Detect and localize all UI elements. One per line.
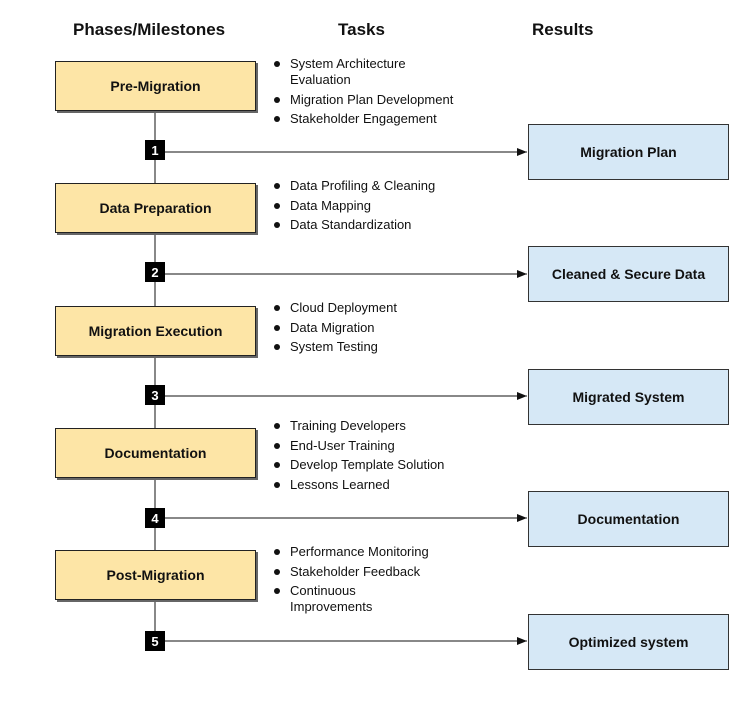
task-text: Cloud Deployment xyxy=(290,300,397,315)
phase-label: Data Preparation xyxy=(99,200,212,216)
task-text: Stakeholder Engagement xyxy=(290,111,437,126)
task-list-data-preparation: Data Profiling & Cleaning Data Mapping D… xyxy=(272,178,435,237)
milestone-number: 4 xyxy=(151,510,159,526)
result-label: Documentation xyxy=(577,511,680,527)
task-text: Data Migration xyxy=(290,319,375,335)
result-box-documentation: Documentation xyxy=(528,491,729,547)
result-label: Migration Plan xyxy=(580,144,677,160)
task-item: End-User Training xyxy=(272,438,444,454)
task-item: Develop Template Solution xyxy=(272,457,444,473)
task-text: Data Mapping xyxy=(290,197,371,213)
milestone-marker-4: 4 xyxy=(145,508,165,528)
task-item: Data Migration xyxy=(272,320,397,336)
milestone-marker-1: 1 xyxy=(145,140,165,160)
task-item: Cloud Deployment xyxy=(272,300,397,316)
task-list-migration-execution: Cloud Deployment Data Migration System T… xyxy=(272,300,397,359)
task-text: Continuous Improvements xyxy=(290,583,373,614)
task-text: Migration Plan Development xyxy=(290,91,454,107)
tasks-header: Tasks xyxy=(338,20,385,39)
task-text: Performance Monitoring xyxy=(290,544,429,559)
task-text: System Testing xyxy=(290,339,378,354)
milestone-number: 1 xyxy=(151,142,159,158)
task-item: Stakeholder Engagement xyxy=(272,111,453,127)
task-text: Develop Template Solution xyxy=(290,457,445,472)
task-item: Continuous Improvements xyxy=(272,583,400,615)
milestone-number: 5 xyxy=(151,633,159,649)
task-list-post-migration: Performance Monitoring Stakeholder Feedb… xyxy=(272,544,429,619)
phase-label: Migration Execution xyxy=(88,323,223,339)
result-label: Cleaned & Secure Data xyxy=(551,266,706,282)
phase-box-pre-migration: Pre-Migration xyxy=(55,61,256,111)
task-list-documentation: Training Developers End-User Training De… xyxy=(272,418,444,496)
task-item: System Testing xyxy=(272,339,397,355)
task-text: Training Developers xyxy=(290,418,406,433)
task-text: Data Standardization xyxy=(290,217,412,232)
phase-box-documentation: Documentation xyxy=(55,428,256,478)
phase-box-post-migration: Post-Migration xyxy=(55,550,256,600)
task-text: Stakeholder Feedback xyxy=(290,563,421,579)
result-box-migration-plan: Migration Plan xyxy=(528,124,729,180)
phase-label: Pre-Migration xyxy=(110,78,201,94)
milestone-number: 2 xyxy=(151,264,159,280)
task-text: Data Profiling & Cleaning xyxy=(290,178,436,193)
result-label: Optimized system xyxy=(568,634,689,650)
task-item: Migration Plan Development xyxy=(272,92,453,108)
task-text: Lessons Learned xyxy=(290,476,390,492)
task-item: Stakeholder Feedback xyxy=(272,564,429,580)
task-item: Lessons Learned xyxy=(272,477,444,493)
phase-label: Documentation xyxy=(104,445,207,461)
task-item: Data Standardization xyxy=(272,217,435,233)
milestone-marker-2: 2 xyxy=(145,262,165,282)
result-box-cleaned-secure-data: Cleaned & Secure Data xyxy=(528,246,729,302)
result-box-migrated-system: Migrated System xyxy=(528,369,729,425)
phases-header: Phases/Milestones xyxy=(73,20,226,39)
task-item: Data Mapping xyxy=(272,198,435,214)
phase-box-migration-execution: Migration Execution xyxy=(55,306,256,356)
result-box-optimized-system: Optimized system xyxy=(528,614,729,670)
task-text: System Architecture Evaluation xyxy=(290,56,406,87)
task-item: Training Developers xyxy=(272,418,444,434)
task-text: End-User Training xyxy=(290,437,395,453)
task-item: System Architecture Evaluation xyxy=(272,56,435,88)
phase-box-data-preparation: Data Preparation xyxy=(55,183,256,233)
phase-label: Post-Migration xyxy=(106,567,205,583)
task-item: Performance Monitoring xyxy=(272,544,429,560)
result-label: Migrated System xyxy=(572,389,685,405)
task-list-pre-migration: System Architecture Evaluation Migration… xyxy=(272,56,453,131)
task-item: Data Profiling & Cleaning xyxy=(272,178,435,194)
milestone-marker-5: 5 xyxy=(145,631,165,651)
milestone-marker-3: 3 xyxy=(145,385,165,405)
milestone-number: 3 xyxy=(151,387,159,403)
results-header: Results xyxy=(532,20,594,39)
